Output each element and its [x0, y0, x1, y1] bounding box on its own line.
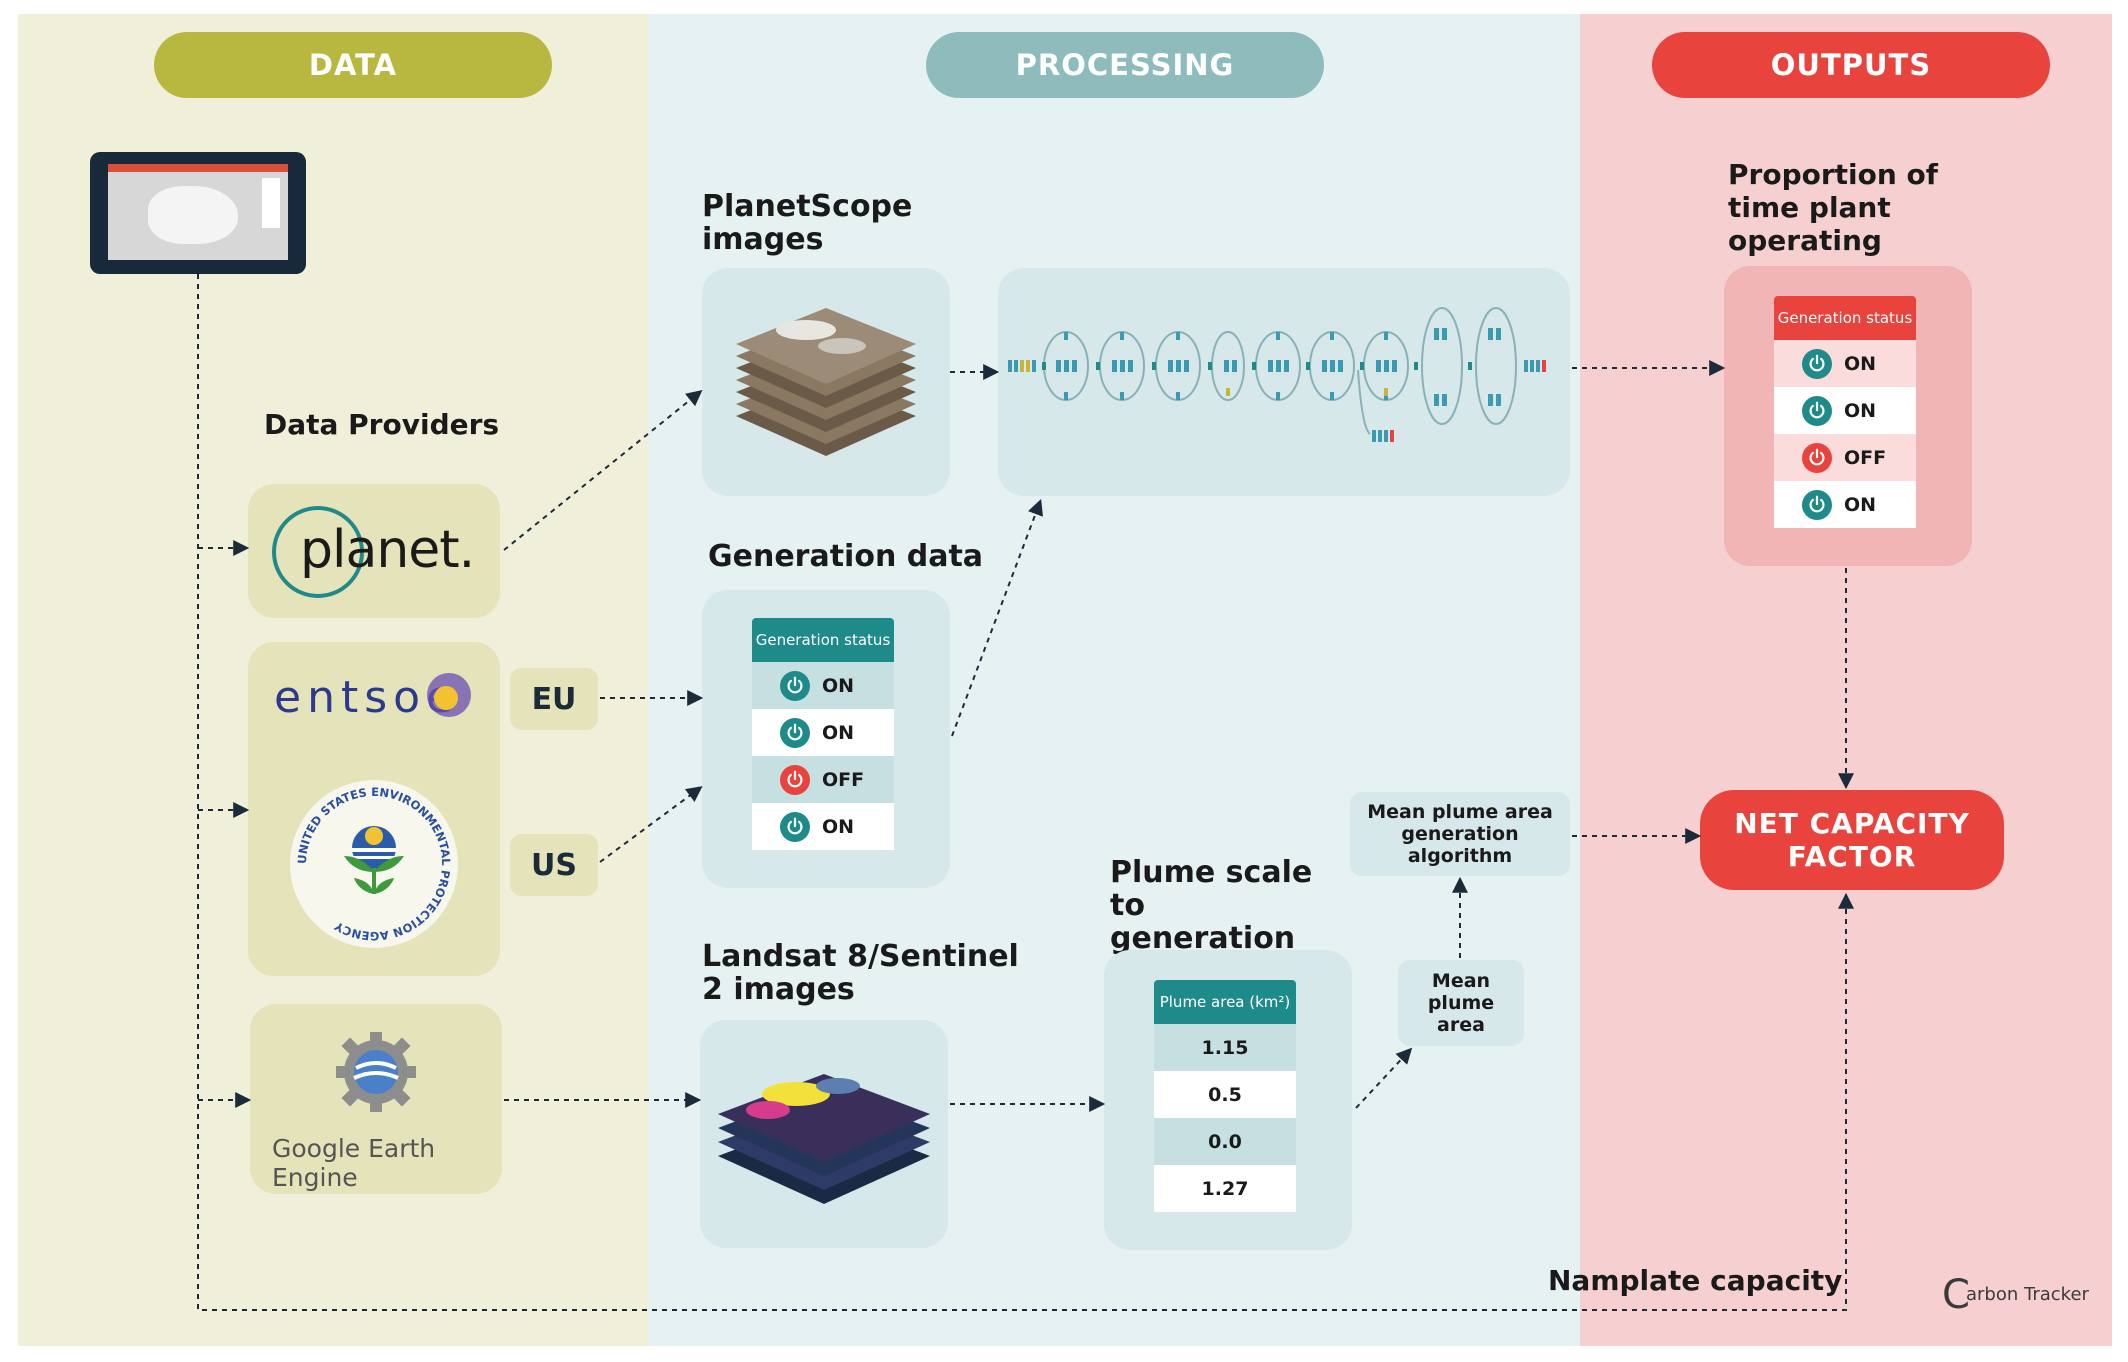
neural-network-diagram — [1008, 307, 1546, 442]
status-row: ON — [752, 803, 894, 850]
status-text: ON — [822, 815, 855, 838]
power-on-icon — [1802, 489, 1832, 520]
generation-status-header: Generation status — [752, 618, 894, 662]
google-earth-engine-label: Google Earth Engine — [272, 1134, 436, 1192]
status-text: OFF — [1844, 446, 1887, 469]
status-text: ON — [1844, 399, 1877, 422]
planetscope-heading: PlanetScope images — [702, 189, 913, 257]
plume-area-value: 0.0 — [1154, 1118, 1296, 1165]
carbon-tracker-text: arbon Tracker — [1966, 1284, 2089, 1305]
plume-area-value: 1.27 — [1154, 1165, 1296, 1212]
google-earth-engine-icon — [336, 1032, 416, 1112]
data-providers-heading: Data Providers — [264, 408, 500, 441]
output-generation-box: Generation status ON ON OFF ON — [1724, 266, 1972, 566]
nameplate-capacity-label: Namplate capacity — [1548, 1264, 1843, 1297]
status-text: ON — [822, 721, 855, 744]
eu-tag: EU — [510, 668, 598, 730]
output-generation-status-table: Generation status ON ON OFF ON — [1774, 296, 1916, 528]
power-off-icon — [780, 764, 810, 795]
plume-scale-heading: Plume scale to generation — [1110, 855, 1313, 956]
status-text: ON — [1844, 352, 1877, 375]
power-on-icon — [780, 811, 810, 842]
status-row: ON — [752, 709, 894, 756]
power-on-icon — [780, 717, 810, 748]
proportion-time-heading: Proportion of time plant operating — [1728, 158, 1938, 257]
entsoe-logo-swirl — [427, 673, 471, 717]
mean-plume-area-box: Mean plume area — [1398, 960, 1524, 1046]
generation-data-box: Generation status ON ON OFF ON — [702, 590, 950, 888]
landsat-image-stack — [718, 1074, 930, 1204]
planet-provider-box: planet. — [248, 484, 500, 618]
entsoe-epa-provider-box: entsoe UNITED STATES ENVIRONMENTAL PROTE… — [248, 642, 500, 976]
plume-area-value: 1.15 — [1154, 1024, 1296, 1071]
power-on-icon — [780, 670, 810, 701]
planetscope-image-stack — [736, 308, 916, 456]
status-row: ON — [1774, 387, 1916, 434]
carbon-tracker-initial: C — [1942, 1272, 1970, 1318]
epa-seal: UNITED STATES ENVIRONMENTAL PROTECTION A… — [290, 780, 458, 948]
status-row: ON — [752, 662, 894, 709]
status-row: OFF — [752, 756, 894, 803]
power-on-icon — [1802, 348, 1832, 379]
status-row: ON — [1774, 340, 1916, 387]
status-text: ON — [1844, 493, 1877, 516]
landsat-box — [700, 1020, 948, 1248]
generation-status-table: Generation status ON ON OFF ON — [752, 618, 894, 850]
power-off-icon — [1802, 442, 1832, 473]
status-text: ON — [822, 674, 855, 697]
planetscope-box — [702, 268, 950, 496]
google-earth-engine-box: Google Earth Engine — [250, 1004, 502, 1194]
output-generation-status-header: Generation status — [1774, 296, 1916, 340]
planet-logo-text: planet. — [300, 520, 475, 580]
status-row: OFF — [1774, 434, 1916, 481]
landsat-heading: Landsat 8/Sentinel 2 images — [702, 939, 1019, 1007]
status-row: ON — [1774, 481, 1916, 528]
data-header-pill: DATA — [154, 32, 552, 98]
tablet-dashboard-image — [90, 152, 306, 274]
neural-network-box — [998, 268, 1570, 496]
status-text: OFF — [822, 768, 865, 791]
plume-area-value: 0.5 — [1154, 1071, 1296, 1118]
generation-data-heading: Generation data — [708, 539, 984, 574]
us-tag: US — [510, 834, 598, 896]
net-capacity-factor-pill: NET CAPACITY FACTOR — [1700, 790, 2004, 890]
outputs-header-pill: OUTPUTS — [1652, 32, 2050, 98]
processing-header-pill: PROCESSING — [926, 32, 1324, 98]
carbon-tracker-logo: C arbon Tracker — [1942, 1272, 2092, 1318]
power-on-icon — [1802, 395, 1832, 426]
plume-area-header: Plume area (km²) — [1154, 980, 1296, 1024]
mean-plume-algorithm-box: Mean plume area generation algorithm — [1350, 792, 1570, 876]
